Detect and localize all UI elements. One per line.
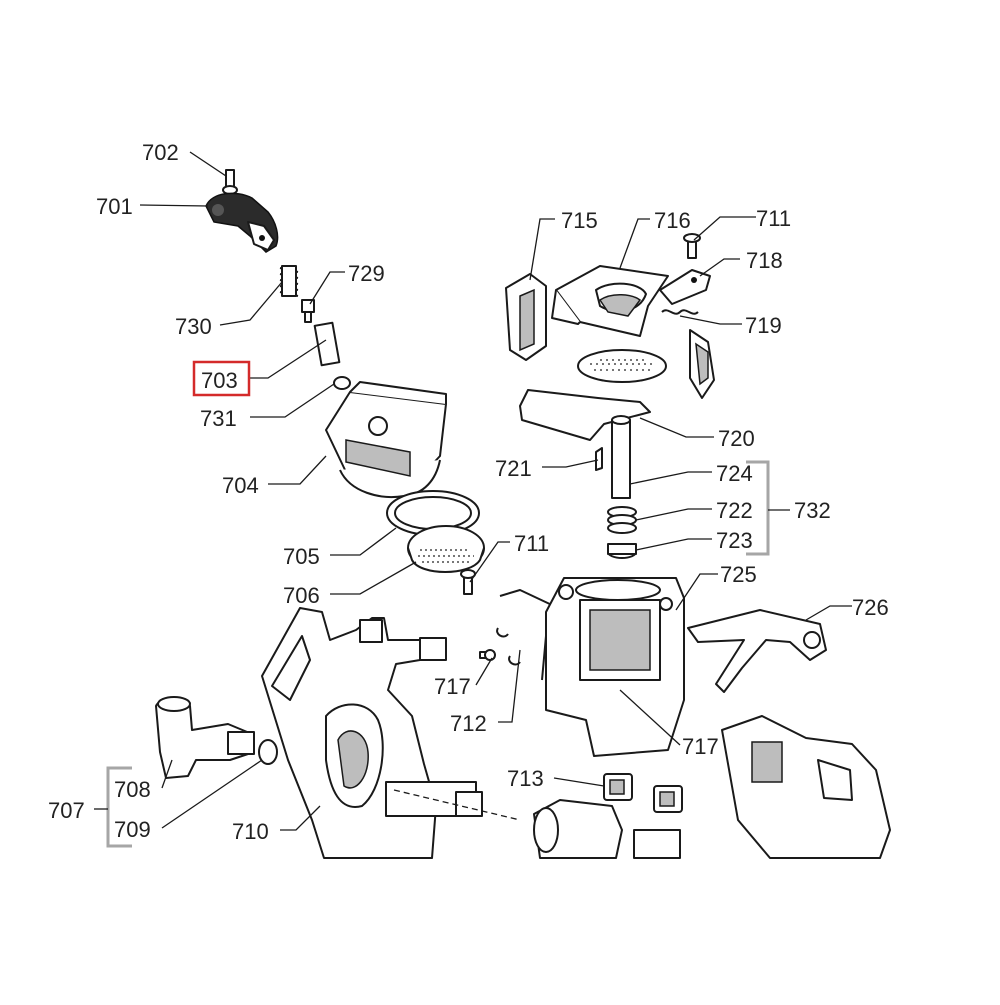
part-702-screw bbox=[222, 169, 238, 195]
callout-724: 724 bbox=[716, 461, 753, 486]
part-724-shaft bbox=[611, 415, 631, 499]
callout-722: 722 bbox=[716, 498, 753, 523]
part-706-filter bbox=[407, 525, 485, 573]
callout-715: 715 bbox=[561, 208, 598, 233]
bracket-707 bbox=[106, 766, 132, 848]
part-709-oring bbox=[258, 739, 278, 765]
callout-718: 718 bbox=[746, 248, 783, 273]
callout-703: 703 bbox=[201, 368, 238, 393]
part-705-gasket-inner bbox=[394, 496, 472, 530]
callout-706: 706 bbox=[283, 583, 320, 608]
part-710-chassis bbox=[261, 607, 483, 859]
part-713-block-a bbox=[603, 773, 633, 801]
leader-lines bbox=[139, 151, 852, 831]
part-718-lever bbox=[659, 269, 711, 305]
callout-709: 709 bbox=[114, 817, 151, 842]
part-701-handle bbox=[205, 192, 279, 253]
callout-732: 732 bbox=[794, 498, 831, 523]
callout-708: 708 bbox=[114, 777, 151, 802]
part-right-frame bbox=[721, 715, 891, 859]
bracket-732 bbox=[746, 460, 770, 556]
callout-702: 702 bbox=[142, 140, 179, 165]
callout-712: 712 bbox=[450, 711, 487, 736]
part-704-block bbox=[325, 381, 447, 498]
part-713-block-b bbox=[653, 785, 683, 813]
highlight-box-703 bbox=[192, 360, 251, 397]
part-716-hopper bbox=[551, 265, 669, 337]
callout-711-mid: 711 bbox=[514, 531, 549, 556]
callout-720: 720 bbox=[718, 426, 755, 451]
callout-730: 730 bbox=[175, 314, 212, 339]
callout-729: 729 bbox=[348, 261, 385, 286]
part-711-screw-mid bbox=[460, 569, 476, 595]
part-726-lever bbox=[687, 609, 827, 693]
part-719-spring bbox=[661, 309, 715, 399]
part-722-spring bbox=[607, 506, 637, 534]
part-bottom-cylinder bbox=[533, 799, 681, 859]
callout-731: 731 bbox=[200, 406, 237, 431]
assembly-axis-line bbox=[393, 789, 521, 821]
callout-725: 725 bbox=[720, 562, 757, 587]
callout-726: 726 bbox=[852, 595, 889, 620]
callout-717-right: 717 bbox=[682, 734, 719, 759]
part-703-pin bbox=[313, 321, 341, 367]
callout-719: 719 bbox=[745, 313, 782, 338]
part-725-housing bbox=[545, 577, 685, 757]
callout-723: 723 bbox=[716, 528, 753, 553]
callout-705: 705 bbox=[283, 544, 320, 569]
callout-704: 704 bbox=[222, 473, 259, 498]
part-717-screw-left bbox=[479, 649, 496, 661]
part-729-screw bbox=[301, 299, 315, 323]
part-711-screw-top bbox=[683, 233, 701, 259]
callout-707: 707 bbox=[48, 798, 85, 823]
callout-701: 701 bbox=[96, 194, 133, 219]
part-715-slider bbox=[505, 273, 547, 361]
callout-716: 716 bbox=[654, 208, 691, 233]
callout-711-top: 711 bbox=[756, 206, 791, 231]
part-730-spring bbox=[279, 265, 299, 297]
callout-713: 713 bbox=[507, 766, 544, 791]
part-720-plate bbox=[519, 349, 667, 441]
part-731-oring bbox=[333, 376, 351, 390]
part-708-valve bbox=[155, 696, 255, 779]
callout-710: 710 bbox=[232, 819, 269, 844]
callout-721: 721 bbox=[495, 456, 532, 481]
part-721-clip bbox=[595, 447, 603, 471]
part-723-cap bbox=[607, 543, 637, 559]
callout-717-left: 717 bbox=[434, 674, 471, 699]
